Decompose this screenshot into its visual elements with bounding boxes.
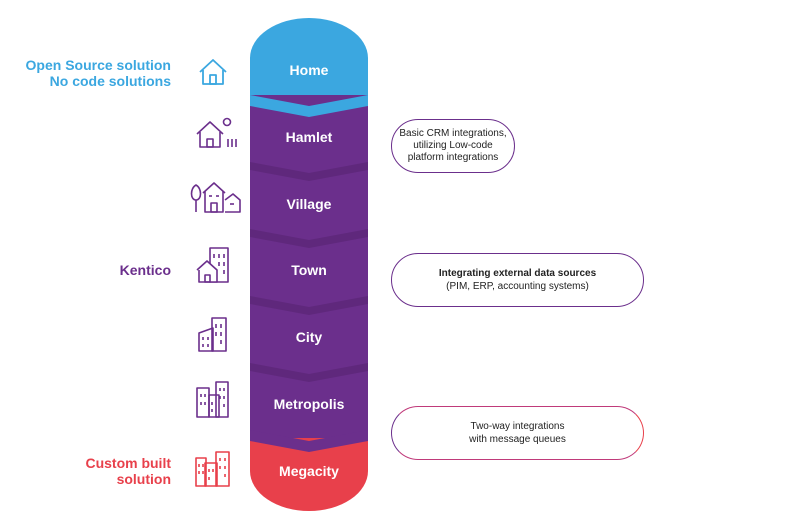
stage-label-megacity: Megacity: [279, 463, 339, 479]
stage-label-hamlet: Hamlet: [286, 129, 333, 145]
two-way-note-line-2: with message queues: [469, 434, 566, 445]
stage-label-village: Village: [287, 196, 332, 212]
chevron-home-hamlet: [250, 95, 368, 117]
kentico-line-1: Kentico: [119, 262, 171, 278]
chevron-town-city: [250, 296, 368, 315]
chevron-city-metropolis: [250, 363, 368, 382]
stage-label-town: Town: [291, 262, 327, 278]
metropolis-icon: [196, 381, 229, 418]
hamlet-icon: [196, 117, 237, 148]
megacity-icon: [195, 451, 230, 487]
custom-built-label: Custom built solution: [10, 455, 171, 487]
city-icon: [198, 317, 227, 352]
open-source-line-1: Open Source solution: [25, 57, 171, 73]
open-source-line-2: No code solutions: [49, 73, 171, 89]
custom-built-line-2: solution: [116, 471, 171, 487]
two-way-note: Two-way integrations with message queues: [391, 406, 644, 460]
stage-label-city: City: [296, 329, 323, 345]
crm-note-line-3: platform integrations: [407, 152, 499, 163]
crm-note-line-1: Basic CRM integrations,: [399, 128, 507, 139]
custom-built-line-1: Custom built: [85, 455, 171, 471]
town-icon: [196, 247, 229, 283]
stage-label-home: Home: [290, 62, 329, 78]
kentico-label: Kentico: [10, 262, 171, 278]
crm-note: Basic CRM integrations, utilizing Low-co…: [391, 119, 515, 173]
crm-note-line-2: utilizing Low-code: [413, 140, 493, 151]
stage-label-metropolis: Metropolis: [274, 396, 345, 412]
external-sources-note: Integrating external data sources (PIM, …: [391, 253, 644, 307]
open-source-label: Open Source solution No code solutions: [10, 57, 171, 89]
stage-bg-middle: [250, 95, 368, 455]
chevron-metropolis-megacity: [250, 430, 368, 452]
village-icon: [190, 182, 241, 213]
external-note-line-1: Integrating external data sources: [438, 268, 597, 279]
external-note-line-2: (PIM, ERP, accounting systems): [446, 281, 589, 292]
two-way-note-line-1: Two-way integrations: [470, 421, 565, 432]
chevron-village-town: [250, 229, 368, 248]
house-icon: [199, 59, 227, 85]
chevron-hamlet-village: [250, 162, 368, 181]
